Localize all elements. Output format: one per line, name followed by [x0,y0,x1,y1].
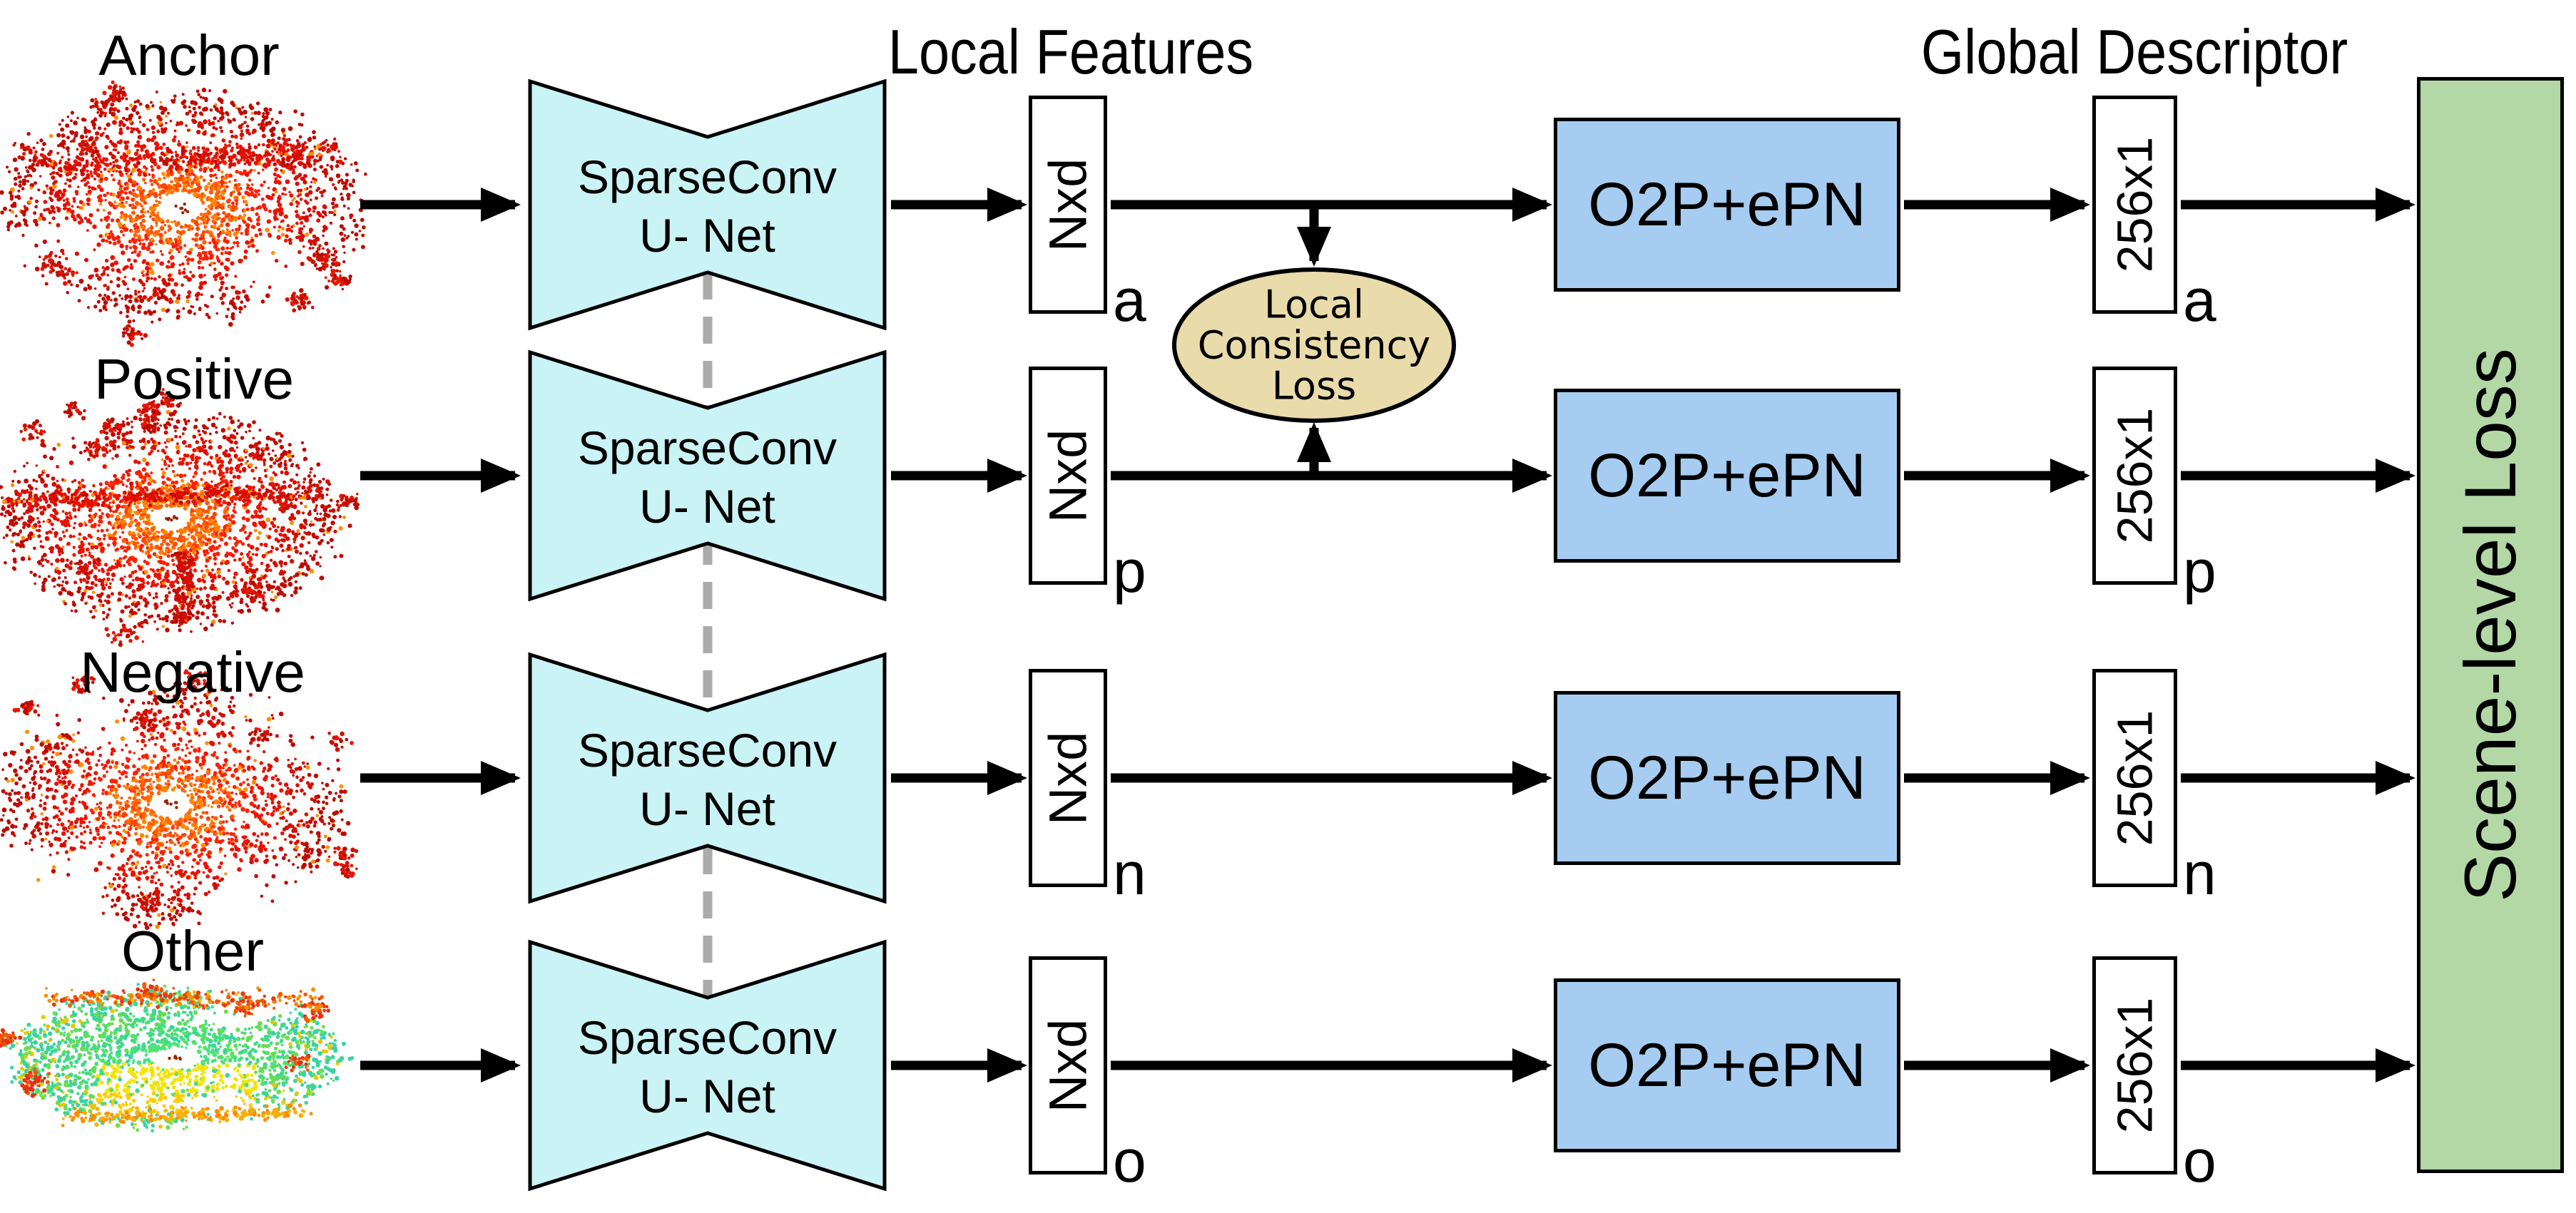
consistency-line3: Loss [1271,363,1357,409]
unet-label: SparseConv U- Net [530,148,885,265]
unet-label-line1: SparseConv [577,724,838,777]
sparseconv-unet-shape [528,78,887,331]
aggregator-label: O2P+ePN [1588,743,1866,812]
scene-level-loss-label: Scene-level Loss [2449,348,2531,902]
global-descriptor-box: 256x1 [2092,669,2177,887]
local-consistency-loss-ellipse [1172,267,1456,423]
aggregator-box: O2P+ePN [1554,978,1900,1152]
local-features-title: Local Features [887,16,1254,87]
local-feature-box-label: Nxd [1038,731,1098,825]
unet-label: SparseConv U- Net [530,419,885,536]
aggregator-box: O2P+ePN [1554,118,1900,292]
row-label-other: Other [121,919,265,983]
local-feature-subscript: n [1113,840,1146,907]
local-feature-box: Nxd [1029,96,1107,314]
unet-label-line2: U- Net [639,480,775,533]
global-descriptor-subscript: p [2183,538,2216,605]
global-descriptor-subscript: a [2183,267,2216,334]
local-feature-box: Nxd [1029,669,1107,887]
sparseconv-unet-shapes [528,78,887,1192]
aggregator-label: O2P+ePN [1588,170,1866,239]
global-descriptor-box: 256x1 [2092,367,2177,585]
local-feature-subscript: p [1113,538,1146,605]
global-descriptor-box-label: 256x1 [2107,407,2163,544]
aggregator-label: O2P+ePN [1588,1030,1866,1100]
sparseconv-unet-shape [528,939,887,1192]
consistency-line2: Consistency [1197,322,1431,368]
global-descriptor-box: 256x1 [2092,96,2177,314]
global-descriptor-box-label: 256x1 [2107,136,2163,273]
unet-label: SparseConv U- Net [530,1008,885,1125]
flow-arrows [360,188,2415,1083]
global-descriptor-box: 256x1 [2092,956,2177,1174]
unet-label-line1: SparseConv [577,421,838,474]
global-descriptor-subscript: n [2183,840,2216,907]
local-feature-box-label: Nxd [1038,429,1098,523]
local-feature-subscript: a [1113,267,1146,334]
local-feature-box: Nxd [1029,367,1107,585]
other-point-cloud [0,978,355,1132]
consistency-line1: Local [1264,282,1364,327]
aggregator-box: O2P+ePN [1554,389,1900,563]
global-descriptor-subscript: o [2183,1127,2216,1194]
unet-label: SparseConv U- Net [530,721,885,838]
aggregator-label: O2P+ePN [1588,441,1866,510]
aggregator-box: O2P+ePN [1554,691,1900,865]
local-feature-box-label: Nxd [1038,1018,1098,1112]
row-label-positive: Positive [93,347,295,411]
local-feature-subscript: o [1113,1127,1146,1194]
positive-point-cloud [0,388,360,648]
lidar-point-clouds [0,80,367,1132]
negative-point-cloud [0,669,359,931]
unet-label-line2: U- Net [639,782,775,835]
sparseconv-unet-shape [528,652,887,904]
local-feature-box: Nxd [1029,956,1107,1174]
sparseconv-unet-shape [528,349,887,602]
local-consistency-loss-label: Local Consistency Loss [1198,285,1431,406]
global-descriptor-box-label: 256x1 [2107,710,2163,846]
global-descriptor-box-label: 256x1 [2107,997,2163,1134]
unet-label-line1: SparseConv [577,1011,838,1064]
global-descriptor-title: Global Descriptor [1920,16,2348,87]
local-feature-box-label: Nxd [1038,158,1098,252]
unet-label-line1: SparseConv [577,150,838,203]
row-label-negative: Negative [80,640,305,704]
anchor-point-cloud [0,80,367,347]
unet-label-line2: U- Net [639,209,775,262]
scene-level-loss-box: Scene-level Loss [2417,77,2564,1173]
unet-label-line2: U- Net [639,1070,775,1122]
row-label-anchor: Anchor [98,24,280,87]
